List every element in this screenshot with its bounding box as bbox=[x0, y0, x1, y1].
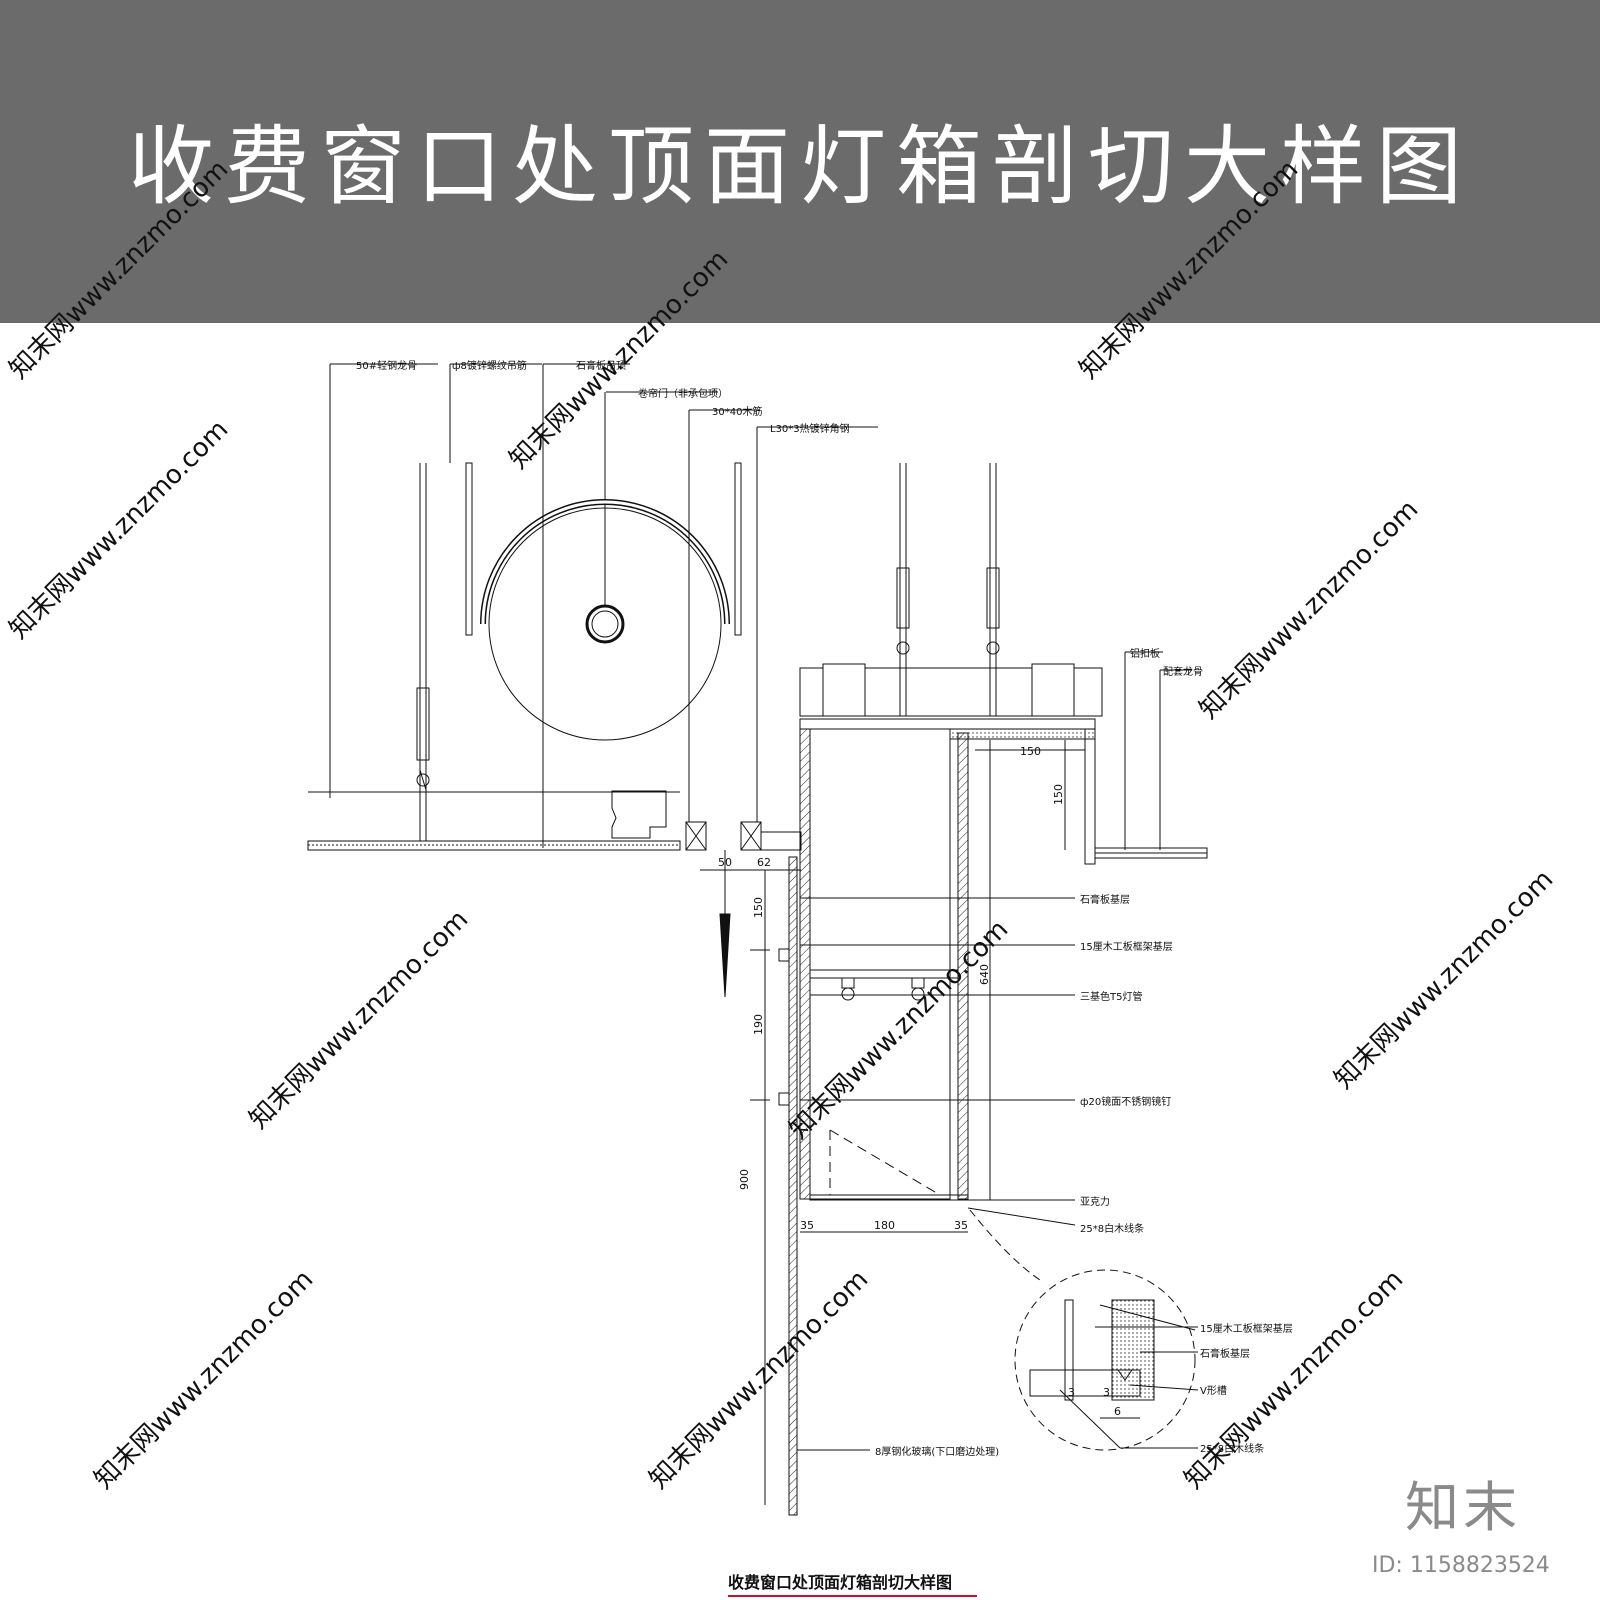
dim-150-width: 150 bbox=[1020, 745, 1041, 758]
label-light-steel-keel: 50#轻钢龙骨 bbox=[356, 359, 417, 372]
watermark-text: 知末网www.znzmo.com bbox=[1179, 1264, 1410, 1495]
label-rolling-door: 卷帘门（非承包项） bbox=[638, 387, 728, 400]
dim-640: 640 bbox=[978, 964, 991, 985]
label-angle-steel: L30*3热镀锌角钢 bbox=[770, 422, 850, 435]
label-wood-batten: 30*40木筋 bbox=[712, 405, 762, 418]
watermark-text: 知末网www.znzmo.com bbox=[504, 244, 735, 475]
label-tempered-glass: 8厚钢化玻璃(下口磨边处理) bbox=[875, 1445, 999, 1458]
watermarks: 知末网www.znzmo.com 知末网www.znzmo.com 知末网www… bbox=[4, 154, 1560, 1495]
dim-190: 190 bbox=[752, 1014, 765, 1035]
dim-6: 6 bbox=[1114, 1405, 1121, 1418]
light-box bbox=[799, 718, 1208, 1201]
drawing-caption: 收费窗口处顶面灯箱剖切大样图 bbox=[728, 1573, 952, 1592]
left-hanger-rod bbox=[416, 463, 430, 841]
tempered-glass-panel bbox=[778, 856, 798, 1516]
label-v-groove: V形槽 bbox=[1200, 1384, 1227, 1397]
label-detail-gypsum: 石膏板基层 bbox=[1200, 1347, 1250, 1360]
label-threaded-hanger: ф8镀锌螺纹吊筋 bbox=[452, 359, 527, 372]
dim-35-left: 35 bbox=[800, 1219, 814, 1232]
image-id: ID: 1158823524 bbox=[1372, 1553, 1550, 1578]
leader-lines bbox=[329, 363, 1199, 1451]
dimension-lines bbox=[700, 740, 1140, 1505]
label-steel-nail: ф20镜面不锈钢镜钉 bbox=[1080, 1095, 1171, 1108]
watermark-text: 知末网www.znzmo.com bbox=[244, 904, 475, 1135]
label-gypsum-ceiling: 石膏板吊顶 bbox=[576, 359, 626, 372]
label-detail-wood-strip: 25*8白木线条 bbox=[1200, 1442, 1264, 1455]
brand-logo: 知末 bbox=[1405, 1476, 1521, 1539]
label-white-wood-strip: 25*8白木线条 bbox=[1080, 1222, 1144, 1235]
watermark-text: 知末网www.znzmo.com bbox=[1329, 864, 1560, 1095]
label-matching-keel: 配套龙骨 bbox=[1163, 665, 1203, 678]
label-acrylic: 亚克力 bbox=[1080, 1195, 1110, 1208]
gypsum-ceiling bbox=[307, 791, 681, 851]
rolling-shutter-drum bbox=[465, 392, 742, 741]
title-banner: 收费窗口处顶面灯箱剖切大样图 bbox=[0, 0, 1600, 323]
acrylic-flap bbox=[829, 1129, 941, 1196]
watermark-text: 知末网www.znzmo.com bbox=[784, 914, 1015, 1145]
watermark-text: 知末网www.znzmo.com bbox=[1194, 494, 1425, 725]
label-gypsum-base: 石膏板基层 bbox=[1080, 893, 1130, 906]
label-detail-plywood: 15厘木工板框架基层 bbox=[1200, 1322, 1293, 1335]
page-title: 收费窗口处顶面灯箱剖切大样图 bbox=[128, 117, 1472, 217]
dim-900: 900 bbox=[738, 1169, 751, 1190]
dim-180: 180 bbox=[874, 1219, 895, 1232]
dim-50: 50 bbox=[718, 856, 732, 869]
dim-62: 62 bbox=[757, 856, 771, 869]
watermark-text: 知末网www.znzmo.com bbox=[4, 154, 235, 385]
dim-3-left: 3 bbox=[1068, 1386, 1075, 1399]
dim-35-right: 35 bbox=[954, 1219, 968, 1232]
dim-3-right: 3 bbox=[1103, 1386, 1110, 1399]
right-hangers bbox=[799, 463, 1103, 717]
watermark-text: 知末网www.znzmo.com bbox=[4, 414, 235, 645]
watermark-text: 知末网www.znzmo.com bbox=[644, 1264, 875, 1495]
label-t5-lamp: 三基色T5灯管 bbox=[1080, 990, 1142, 1003]
detail-bubble bbox=[969, 1209, 1196, 1451]
watermark-text: 知末网www.znzmo.com bbox=[89, 1264, 320, 1495]
t5-lamps bbox=[841, 977, 925, 1001]
dim-150-height: 150 bbox=[1052, 784, 1065, 805]
dim-150-vertical: 150 bbox=[752, 897, 765, 918]
watermark-text: 知末网www.znzmo.com bbox=[1074, 154, 1305, 385]
label-plywood-frame: 15厘木工板框架基层 bbox=[1080, 940, 1173, 953]
dimension-arrow bbox=[719, 913, 731, 998]
label-aluminum-panel: 铝扣板 bbox=[1130, 647, 1160, 660]
